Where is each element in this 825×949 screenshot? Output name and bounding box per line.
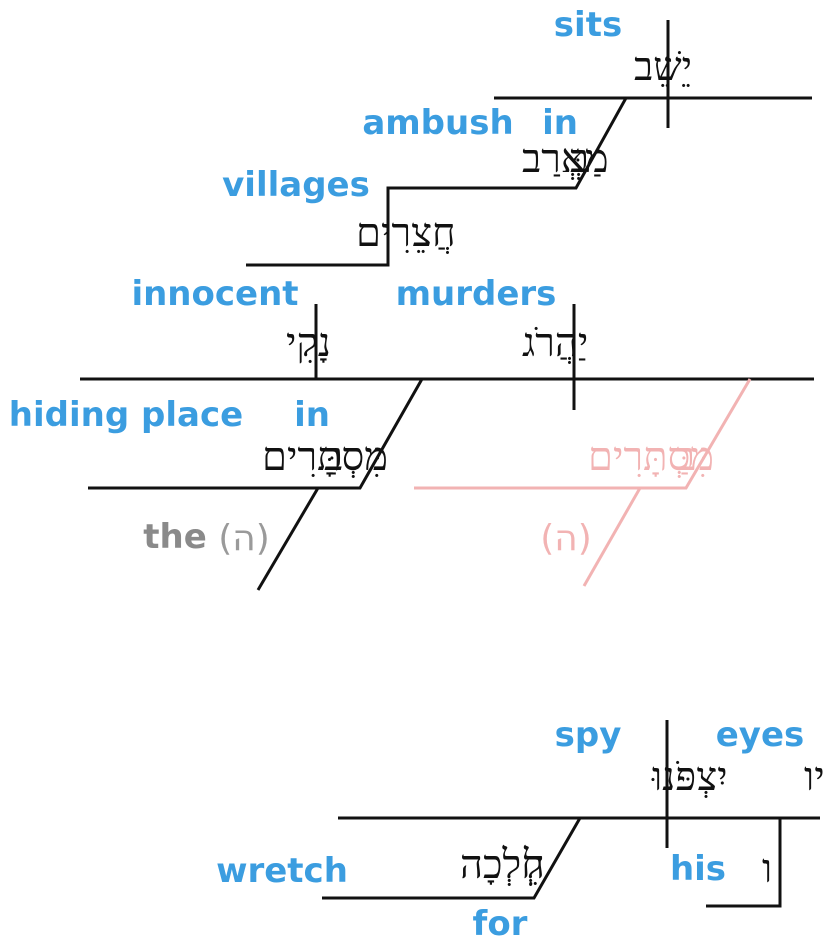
gloss-for: for [473, 904, 528, 944]
hebrew-ambush: מַאְרַב [522, 136, 609, 182]
ghost-hebrew-hiding-place: מִּסְתָּרִים [588, 434, 714, 480]
ghost-prep-line [414, 378, 752, 490]
gloss-wretch: wretch [216, 851, 348, 891]
ghost-hebrew-in: בַּ [676, 434, 695, 480]
hebrew-hiding-place: מִּסְתָּרִים [262, 434, 388, 480]
hebrew-eyes: עֵינָיו [804, 754, 825, 800]
gloss-in-1: in [542, 103, 578, 143]
hebrew-in-1: בְּ [570, 136, 589, 182]
article-line-2 [256, 487, 320, 591]
gloss-ambush: ambush [362, 103, 513, 143]
hebrew-innocent: נָקִי [286, 320, 331, 366]
hebrew-for: לְ [523, 842, 543, 888]
gloss-sits: sits [554, 5, 622, 45]
hebrew-in-2: בַּ [324, 434, 343, 480]
hebrew-wretch: חֵלְכָה [460, 842, 545, 888]
prep-line-3 [322, 817, 582, 900]
gloss-his: his [670, 849, 726, 889]
hebrew-villages: חֲצֵרִים [356, 210, 456, 256]
gloss-murders: murders [396, 274, 557, 314]
modifier-line-1 [246, 97, 628, 267]
ghost-hebrew-article: (ה) [540, 518, 592, 559]
gloss-spy: spy [555, 715, 622, 755]
hebrew-spy: יִצְפֹּנוּ [651, 754, 728, 800]
clause-3: spy יִצְפֹּנוּ eyes עֵינָיו wretch לְ חֵ… [216, 715, 825, 944]
gloss-hiding-place: hiding place [9, 395, 243, 435]
gloss-the: the [143, 517, 207, 557]
gloss-in-2: in [294, 395, 330, 435]
hebrew-his: ו [762, 846, 772, 892]
gloss-eyes: eyes [716, 715, 805, 755]
hebrew-sits: יֵשֵׁב [634, 44, 692, 90]
ghost-article-line [582, 487, 642, 587]
suffix-line-3 [706, 818, 782, 908]
clause-1: sits יֵשֵׁב ambush in בְּ מַאְרַב villag… [222, 5, 812, 267]
gloss-innocent: innocent [131, 274, 298, 314]
hebrew-article: (ה) [218, 518, 270, 559]
gloss-villages: villages [222, 165, 370, 205]
hebrew-murders: יַהֲרֹג [522, 320, 588, 366]
clause-2: innocent נָקִי murders יַהֲרֹג hiding pl… [9, 274, 814, 591]
prep-line-2 [88, 378, 424, 490]
